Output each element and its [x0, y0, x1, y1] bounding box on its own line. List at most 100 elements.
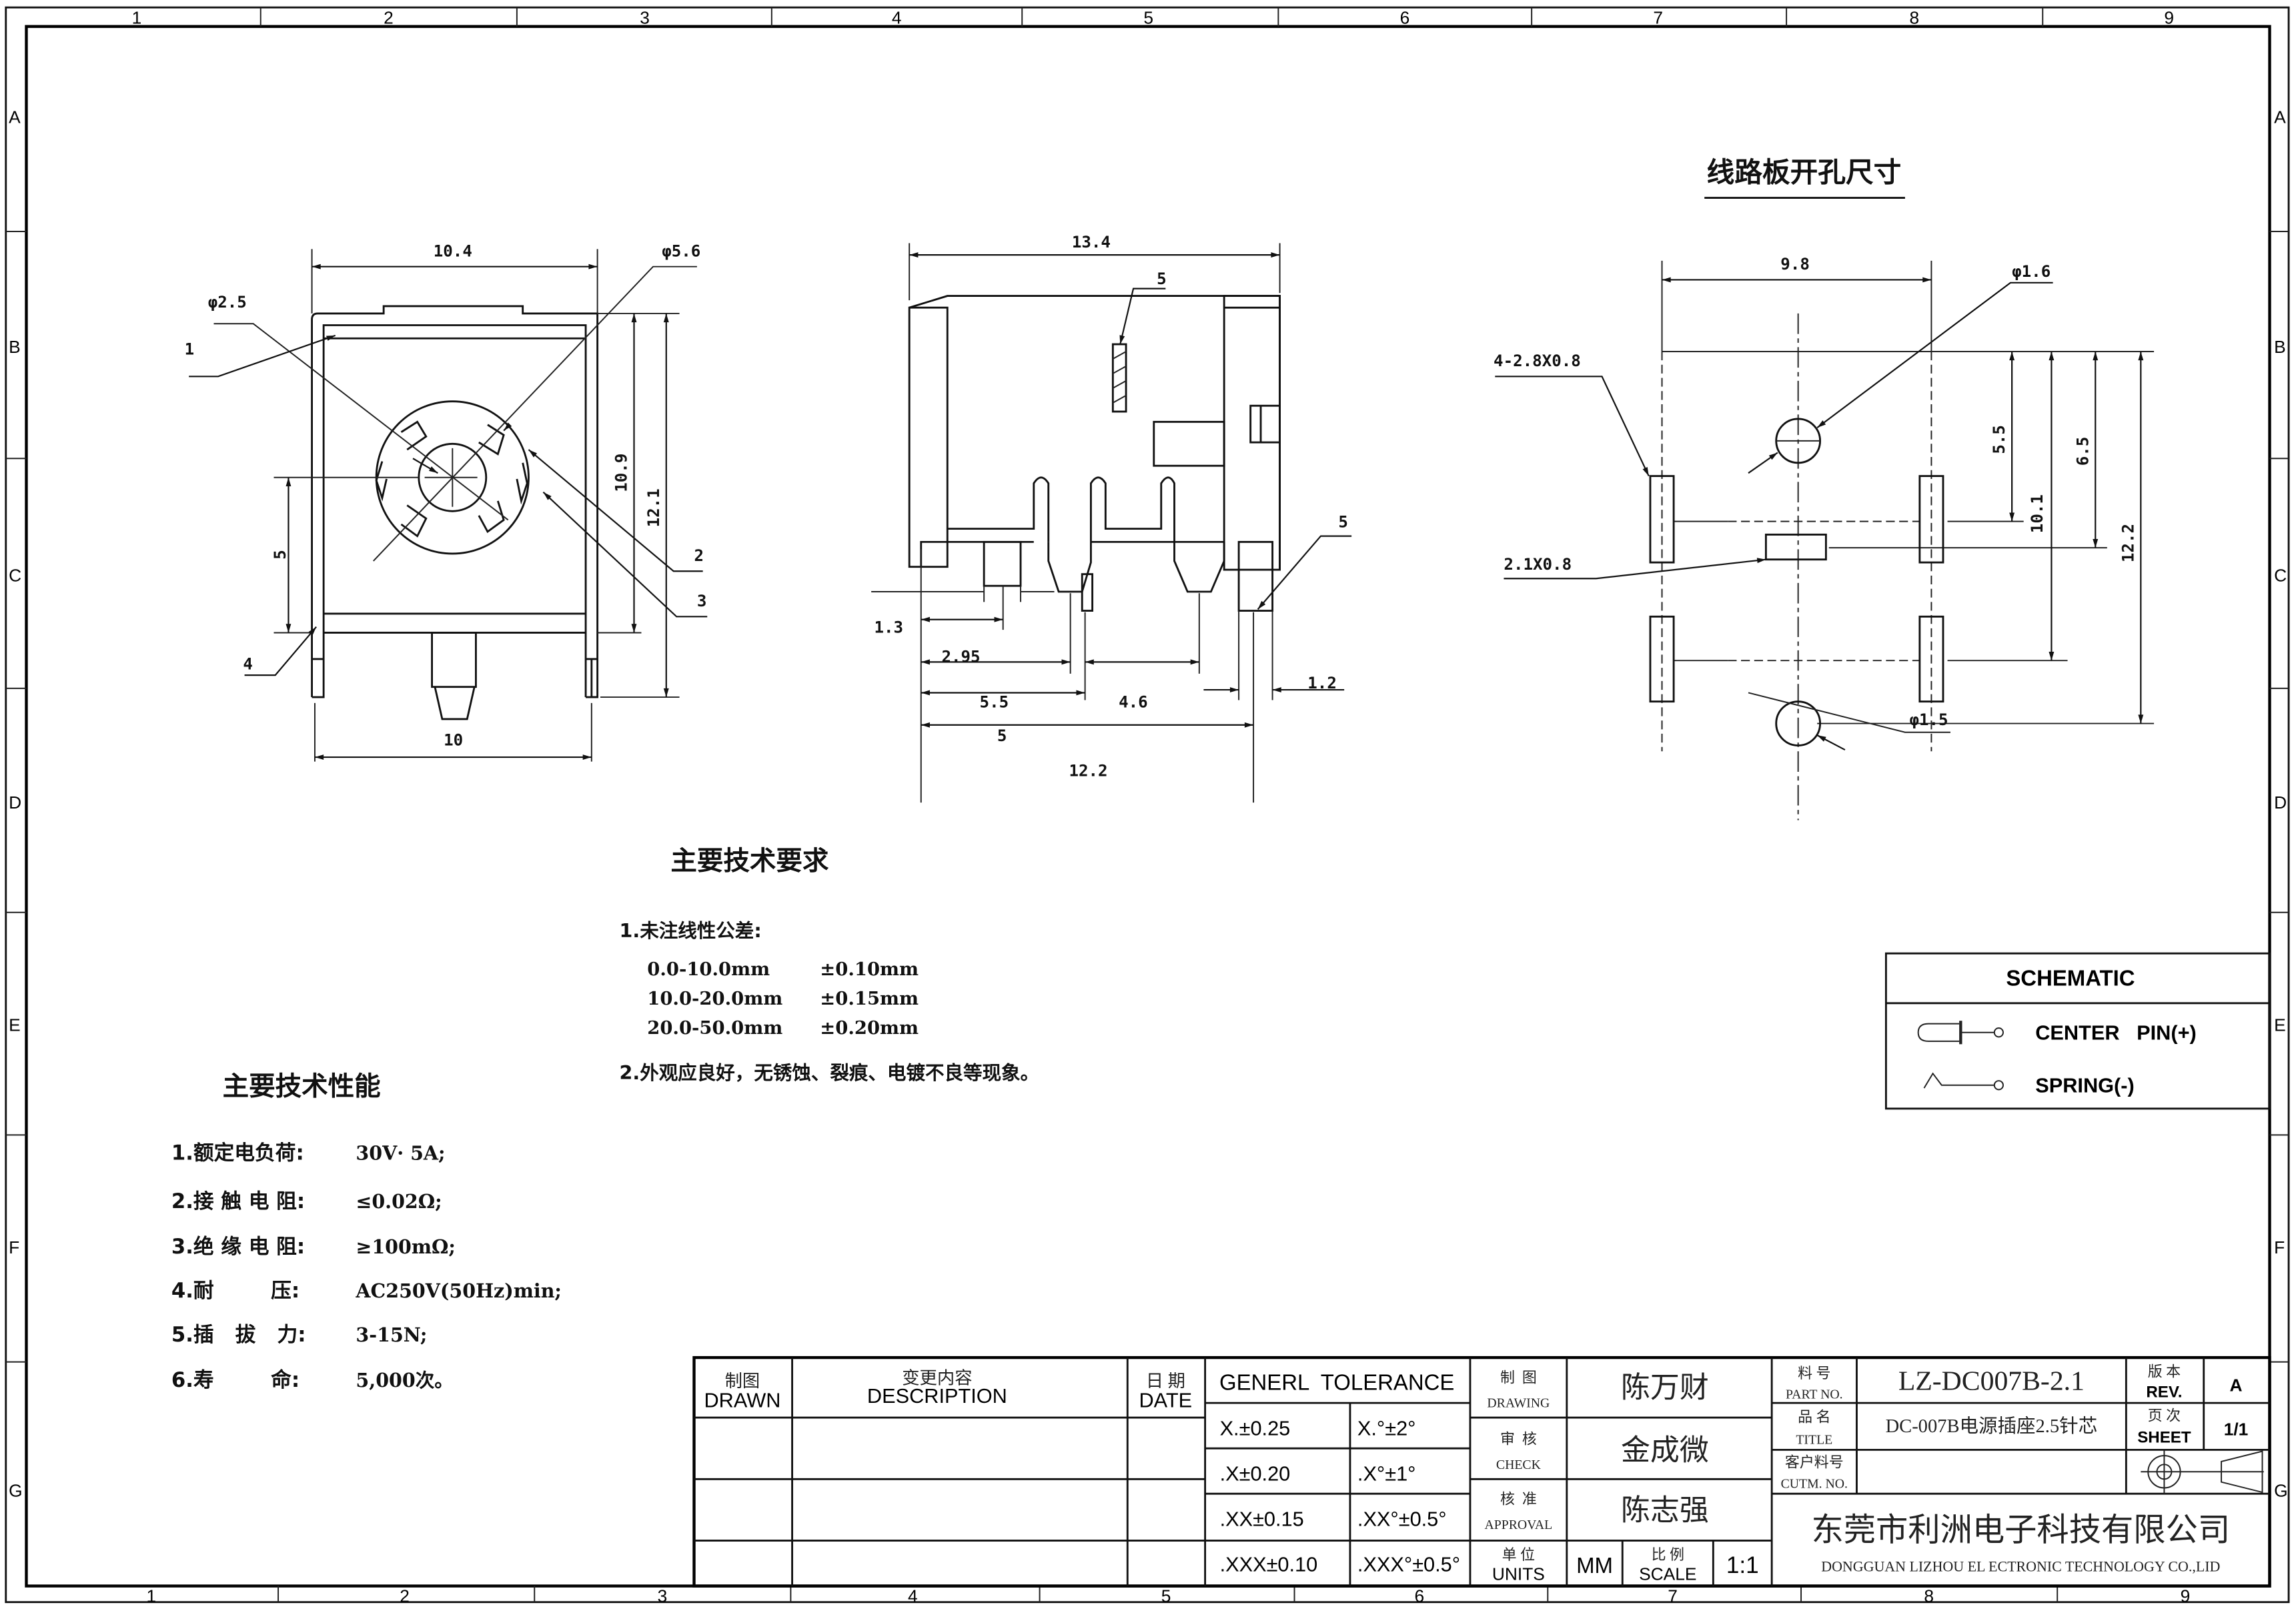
performance-label: 1.额定电负荷: [171, 1141, 304, 1165]
approval-label: APPROVAL [1485, 1518, 1553, 1532]
callout-2: 2 [694, 546, 704, 565]
col-label: 8 [1924, 1586, 1934, 1606]
dim-1-2: 1.2 [1307, 674, 1337, 692]
row-label: B [9, 337, 21, 357]
schematic-legend: SCHEMATIC CENTER PIN(+) SPRING(-) [1884, 952, 2271, 1110]
scale-label: SCALE [1639, 1564, 1696, 1584]
performance-value: AC250V(50Hz)min; [355, 1279, 562, 1302]
performance-value: 30V· 5A; [356, 1142, 445, 1165]
callout-1: 1 [185, 340, 195, 358]
side-view-dimensions: 13.4 1.3 2.95 5.5 4.6 5 12.2 [871, 233, 1345, 803]
approval-label-cn: 核 准 [1500, 1491, 1537, 1508]
dim-length: 13.4 [1072, 233, 1111, 251]
col-label: 7 [1653, 7, 1663, 27]
technical-requirements: 主要技术要求 1.未注线性公差: 0.0-10.0mm ±0.10mm 10.0… [620, 846, 1040, 1084]
linear-tolerance: .XX±0.15 [1220, 1508, 1304, 1531]
col-label: 6 [1400, 7, 1410, 27]
performance-value: 5,000次。 [356, 1369, 453, 1392]
callout-4: 4 [243, 654, 253, 673]
row-label: F [9, 1237, 19, 1257]
units-label: UNITS [1492, 1564, 1545, 1584]
drawn-label: DRAWN [704, 1389, 780, 1412]
pcb-dim-6-5: 6.5 [2073, 437, 2092, 466]
sheet-value: 1/1 [2224, 1419, 2249, 1439]
angular-tolerance: .XXX°±0.5° [1357, 1553, 1460, 1576]
pcb-callouts: φ1.6 4-2.8X0.8 2.1X0.8 φ1.5 [1494, 262, 2053, 751]
callout-3: 3 [697, 592, 707, 610]
title-value: DC-007B电源插座2.5针芯 [1886, 1416, 2098, 1437]
dim-12-2: 12.2 [1069, 762, 1107, 780]
drawing-name: 陈万财 [1621, 1371, 1709, 1404]
part-no-label: PART NO. [1786, 1388, 1843, 1402]
linear-tolerance: .X±0.20 [1220, 1462, 1291, 1485]
check-label-cn: 审 核 [1500, 1431, 1537, 1448]
col-label: 9 [2181, 1586, 2191, 1606]
callout-5-top: 5 [1157, 270, 1167, 288]
check-name: 金成微 [1621, 1434, 1709, 1467]
col-label: 4 [892, 7, 902, 27]
performance-value: ≤0.02Ω; [356, 1190, 442, 1213]
col-label: 1 [132, 7, 142, 27]
row-label: D [9, 792, 21, 813]
row-label: G [9, 1481, 22, 1501]
label-center-slot: 2.1X0.8 [1504, 555, 1572, 574]
col-label: 3 [658, 1586, 668, 1606]
col-label: 5 [1143, 7, 1153, 27]
row-label: A [2274, 107, 2286, 127]
pcb-layout-view: 线路板开孔尺寸 [1494, 155, 2155, 821]
title-label-cn: 品 名 [1798, 1409, 1830, 1426]
col-label: 2 [384, 7, 394, 27]
units-value: MM [1576, 1553, 1613, 1578]
customer-no-label: CUTM. NO. [1781, 1476, 1848, 1491]
requirements-title: 主要技术要求 [670, 846, 829, 877]
frame-column-labels-bottom: 1 2 3 4 5 6 7 8 9 [147, 1586, 2191, 1606]
side-view: 13.4 1.3 2.95 5.5 4.6 5 12.2 [871, 233, 1352, 803]
pcb-dim-width: 9.8 [1780, 255, 1810, 274]
row-label: G [2274, 1481, 2287, 1501]
front-view-dimensions: 10.4 10 5 10.9 12.1 [271, 241, 680, 762]
row-label: B [2274, 337, 2286, 357]
angular-tolerance: .X°±1° [1357, 1462, 1416, 1485]
check-label: CHECK [1496, 1458, 1542, 1472]
col-label: 6 [1415, 1586, 1425, 1606]
pcb-dim-12-2: 12.2 [2119, 524, 2137, 562]
side-view-callouts: 5 5 [1119, 270, 1352, 610]
third-angle-projection-icon [2141, 1450, 2264, 1494]
front-view-outline [311, 305, 599, 720]
general-tolerance-title: GENERL TOLERANCE [1219, 1370, 1454, 1394]
pcb-center-lines [1661, 260, 2155, 821]
rev-label: REV. [2146, 1383, 2182, 1401]
performance-label: 5.插 拔 力: [171, 1323, 306, 1347]
frame-column-labels-top: 1 2 3 4 5 6 7 8 9 [132, 7, 2175, 27]
approval-name: 陈志强 [1621, 1494, 1709, 1527]
angular-tolerance: .XX°±0.5° [1357, 1508, 1447, 1531]
row-label: A [9, 107, 21, 127]
sheet-label: SHEET [2137, 1428, 2191, 1446]
dim-5-5: 5.5 [980, 692, 1009, 711]
frame-row-labels-right: A B C D E F G [2274, 107, 2287, 1501]
part-no-value: LZ-DC007B-2.1 [1898, 1366, 2085, 1396]
tolerance-range: 10.0-20.0mm [647, 988, 782, 1009]
units-label-cn: 单 位 [1502, 1546, 1535, 1563]
col-label: 7 [1668, 1586, 1678, 1606]
tolerance-range: 20.0-50.0mm [647, 1017, 782, 1039]
dim-4-6: 4.6 [1119, 692, 1148, 711]
side-view-outline [908, 295, 1281, 612]
dim-2-95: 2.95 [941, 647, 980, 666]
technical-performance: 主要技术性能 1.额定电负荷: 30V· 5A; 2.接 触 电 阻: ≤0.0… [171, 1071, 562, 1392]
performance-value: 3-15N; [356, 1323, 427, 1346]
schematic-title: SCHEMATIC [2006, 966, 2135, 991]
spring-label: SPRING(-) [2035, 1074, 2134, 1097]
requirement-item-2: 2.外观应良好，无锈蚀、裂痕、电镀不良等现象。 [620, 1062, 1040, 1084]
rev-label-cn: 版 本 [2148, 1364, 2181, 1380]
col-label: 1 [147, 1586, 157, 1606]
company-name-cn: 东莞市利洲电子科技有限公司 [1811, 1512, 2230, 1548]
description-label-cn: 变更内容 [902, 1369, 972, 1388]
row-label: C [2274, 566, 2287, 586]
performance-title: 主要技术性能 [223, 1071, 381, 1102]
front-view-callouts: φ2.5 φ5.6 1 2 3 4 [185, 241, 708, 676]
sheet-label-cn: 页 次 [2148, 1407, 2181, 1424]
requirement-item-1: 1.未注线性公差: [620, 920, 762, 942]
spring-symbol-icon [1923, 1072, 2004, 1091]
